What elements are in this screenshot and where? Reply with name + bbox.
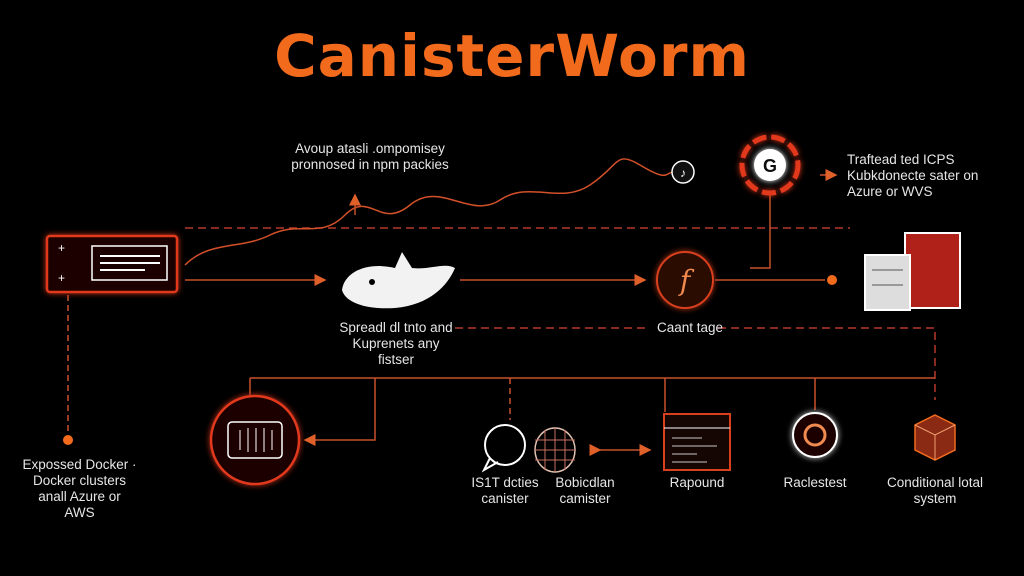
- svg-text:+: +: [58, 271, 65, 285]
- icp-target-icon: G: [739, 134, 801, 196]
- svg-text:G: G: [763, 156, 777, 176]
- origin-dot: [63, 435, 73, 445]
- label-npm-compromise: Avoup atasli .ompomisey pronnosed in npm…: [291, 141, 449, 172]
- function-icon: f: [656, 251, 714, 309]
- container-engine-icon: [209, 394, 301, 486]
- code-window-icon: [663, 413, 731, 471]
- label-icp-target: Traftead ted ICPS Kubkdonecte sater on A…: [847, 152, 979, 199]
- label-exposed-docker: Expossed Docker · Docker clusters anall …: [22, 457, 137, 520]
- cube-icon: [914, 414, 956, 461]
- label-backup-canister: Bobicdlan camister: [555, 475, 615, 506]
- infected-host-box: + +: [45, 234, 179, 294]
- label-raclestest: Raclestest: [783, 475, 847, 490]
- label-rapound: Rapound: [669, 475, 725, 490]
- globe-grid-icon: [534, 427, 576, 473]
- server-rack-icon: [864, 232, 961, 311]
- connectors: [67, 158, 936, 456]
- wavy-line: [184, 158, 673, 266]
- diagram-title: CanisterWorm: [274, 22, 750, 90]
- label-conditional: Conditional lotal system: [886, 475, 984, 506]
- radial-trigger-icon: [792, 412, 838, 458]
- docker-whale-icon: [342, 252, 455, 309]
- npm-node-icon: ♪: [671, 160, 695, 184]
- chat-bubble-icon: [481, 424, 526, 473]
- endpoint-dot: [827, 275, 837, 285]
- label-icp-canister: IS1T dcties canister: [471, 475, 539, 506]
- svg-text:+: +: [58, 241, 65, 255]
- label-spread: Spreadl dl tnto and Kuprenets any fistse…: [339, 320, 453, 367]
- label-canister-stage: Caant tage: [656, 320, 724, 335]
- svg-text:♪: ♪: [680, 166, 686, 180]
